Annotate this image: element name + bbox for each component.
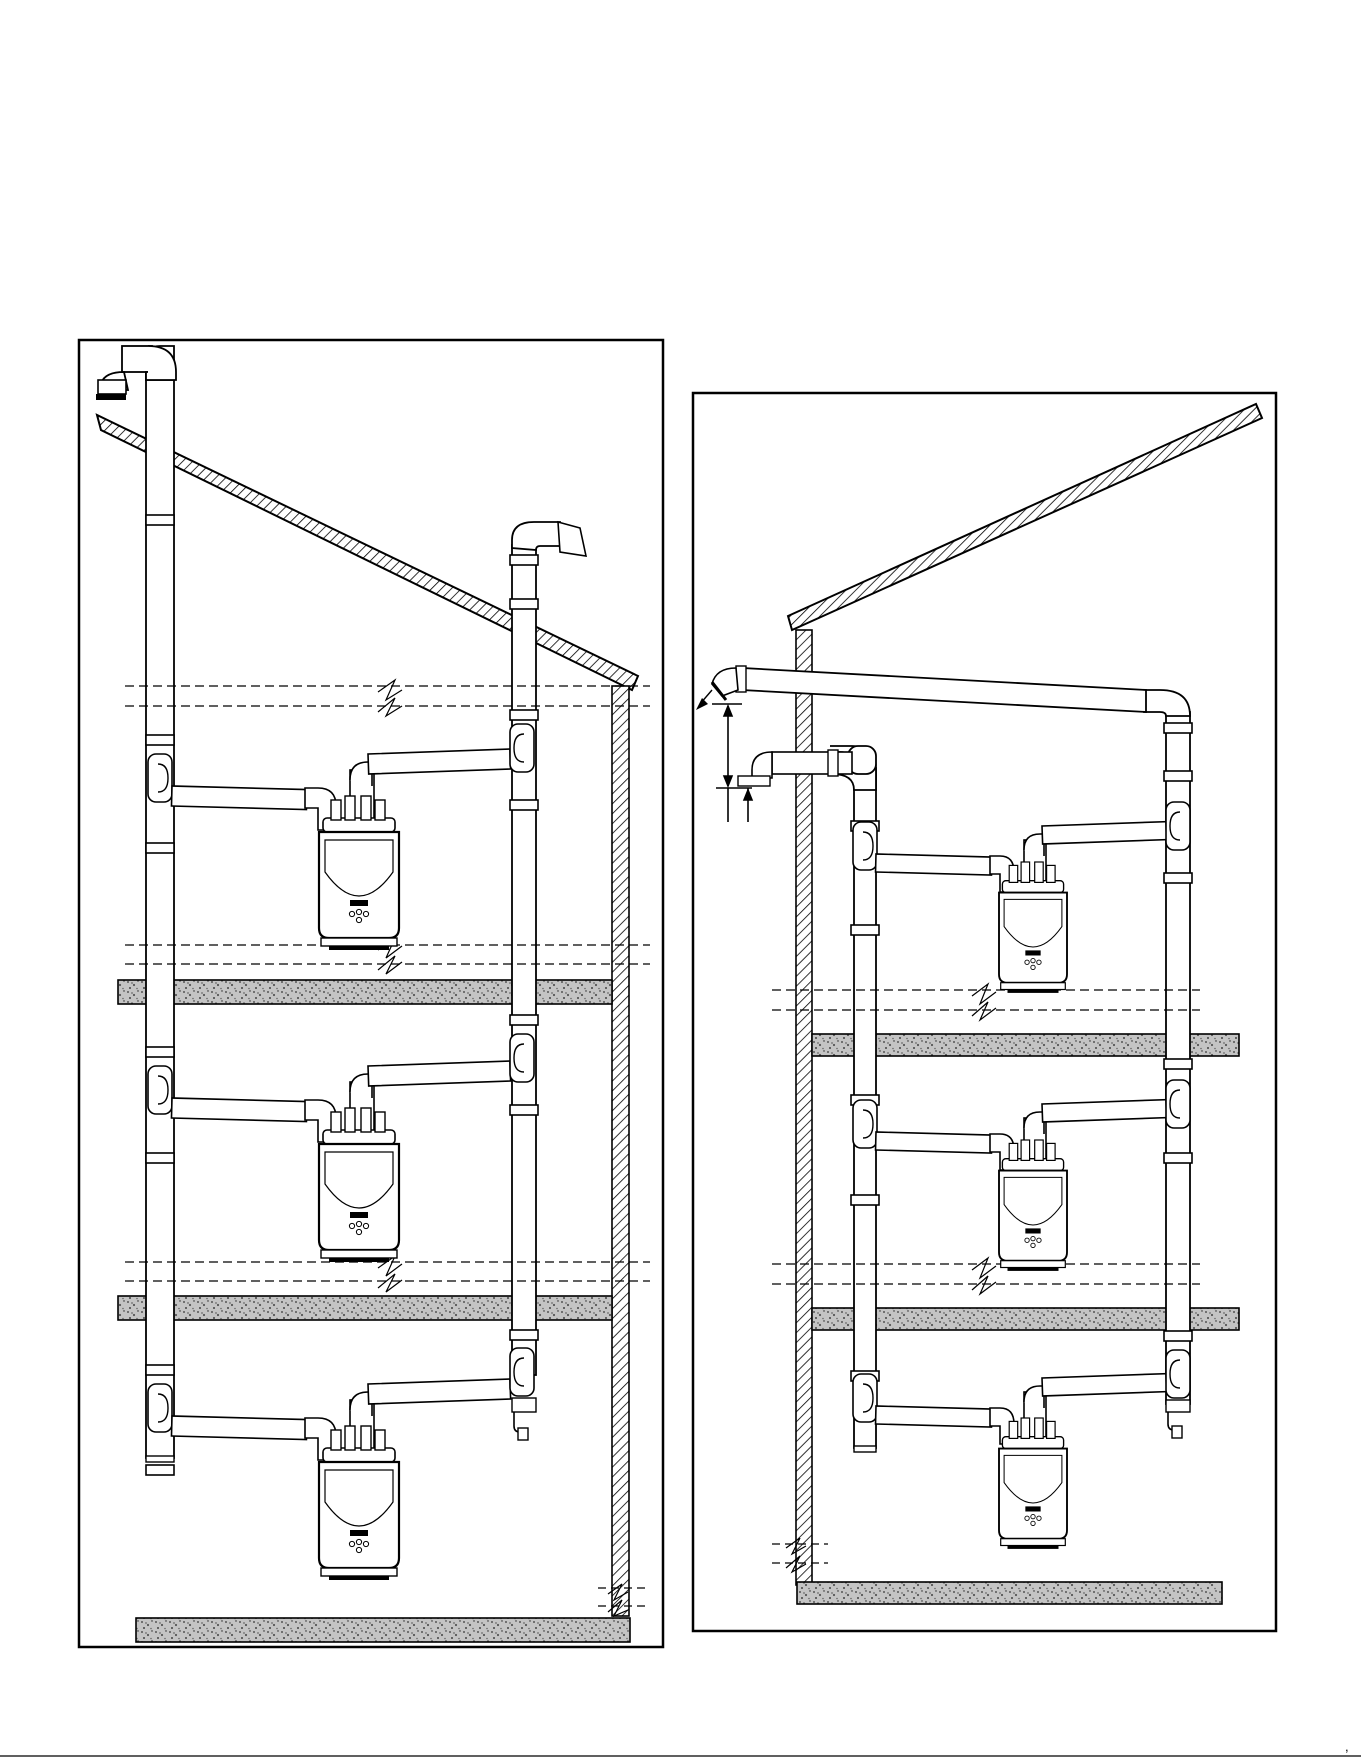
floor-slab	[136, 1618, 630, 1642]
left-panel	[79, 340, 663, 1647]
pipe-elbow-icon	[512, 522, 560, 550]
floor-slab	[797, 1582, 1222, 1604]
right-panel	[693, 393, 1276, 1631]
floor-slab	[118, 980, 612, 1004]
footer-mark: ,	[1345, 1739, 1349, 1754]
vent-riser	[512, 545, 536, 1375]
exterior-wall	[612, 686, 629, 1616]
floor-slab	[118, 1296, 612, 1320]
